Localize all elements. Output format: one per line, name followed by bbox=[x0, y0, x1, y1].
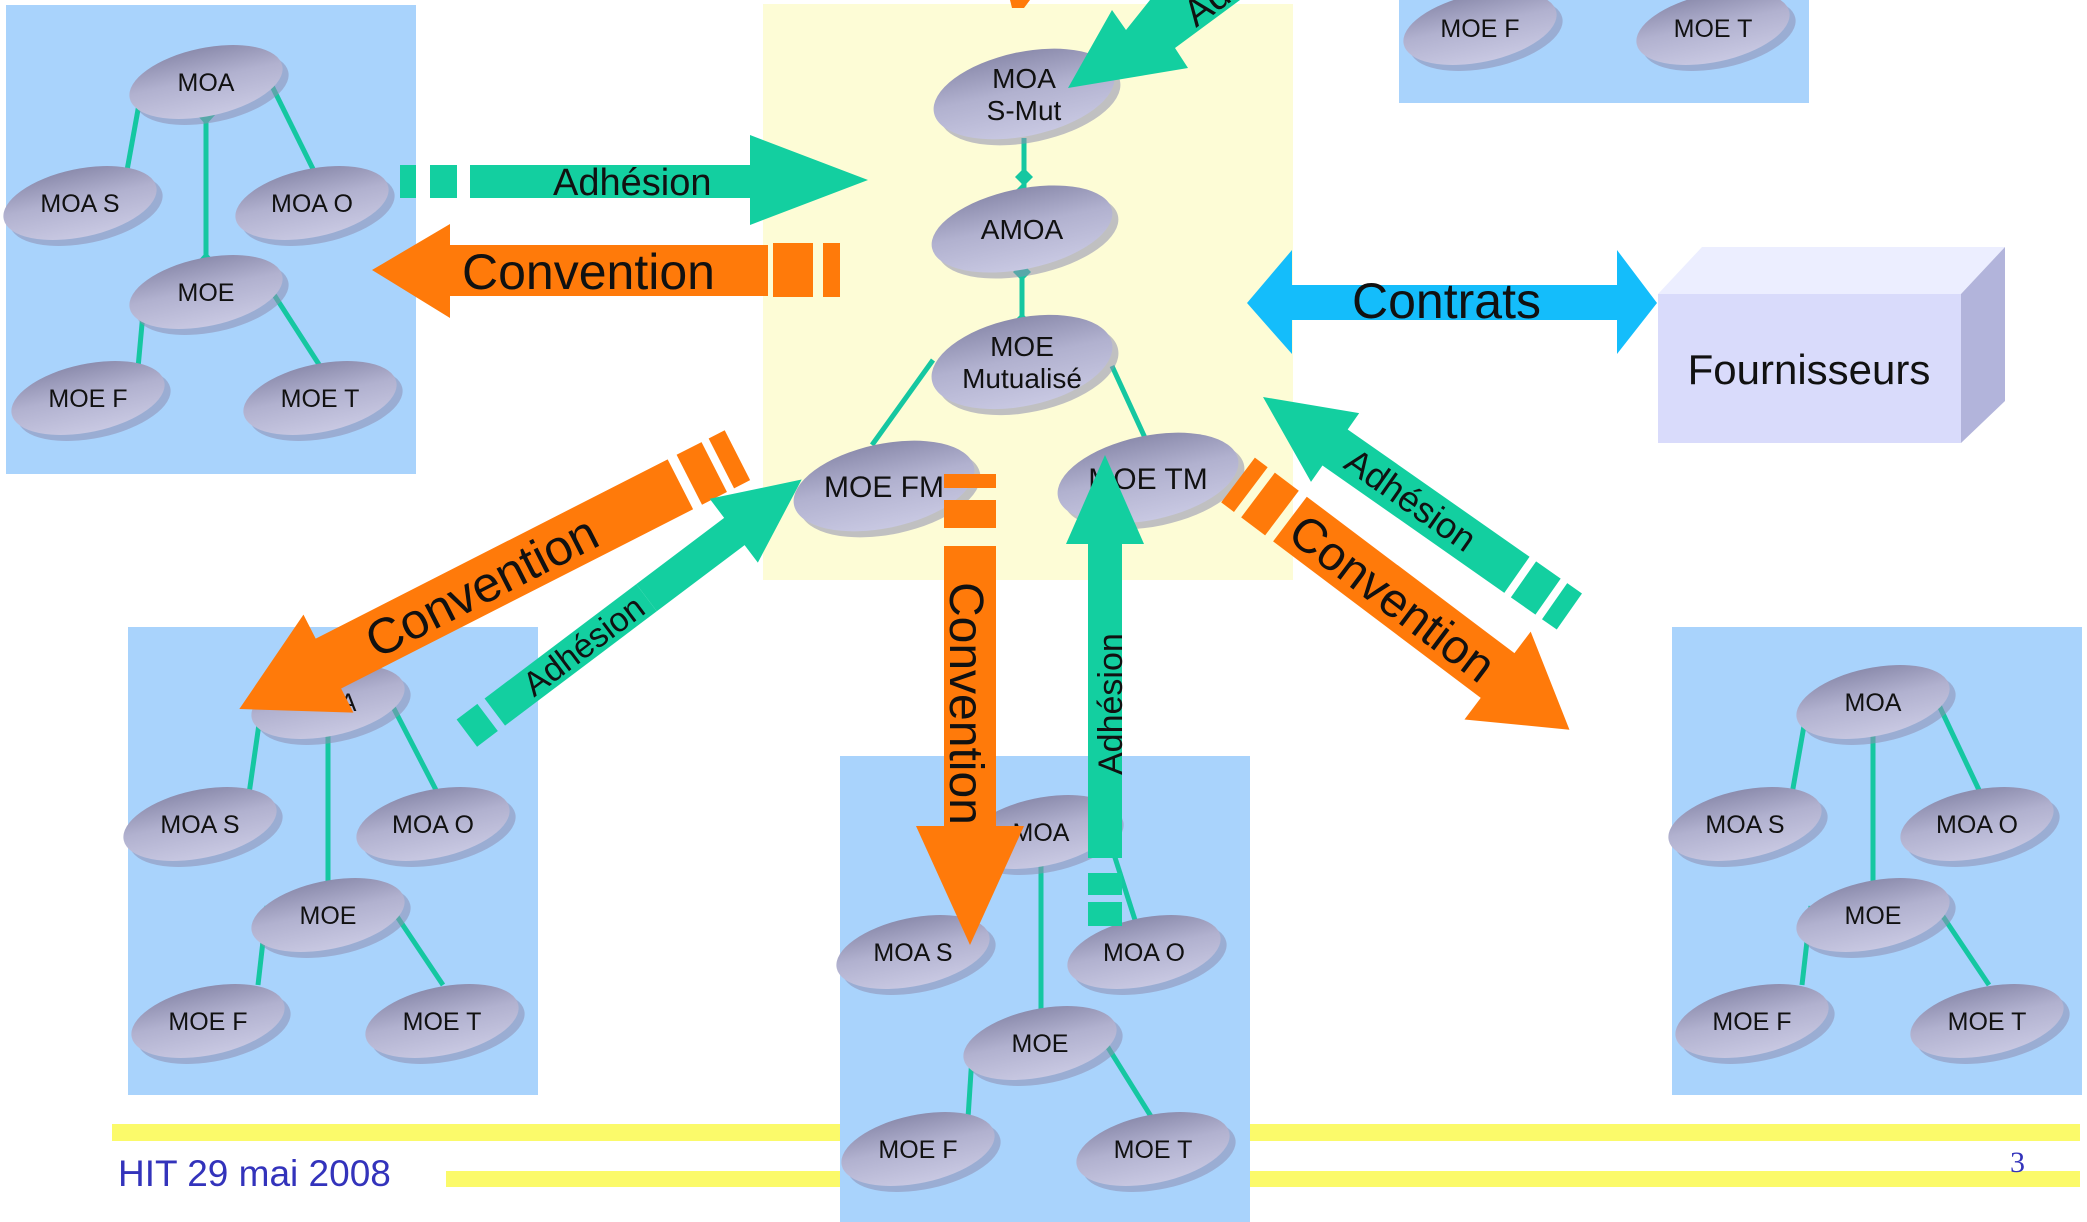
node-bottom-center-moa-o-label: MOA O bbox=[1103, 939, 1185, 967]
node-center-moe-mutualise-label-2: Mutualisé bbox=[962, 363, 1082, 394]
node-bottom-right-moe-label: MOE bbox=[1845, 902, 1902, 930]
node-top-right-moe-f-label: MOE F bbox=[1440, 15, 1519, 43]
contrats-arrow: Contrats bbox=[1247, 250, 1657, 354]
node-bottom-left-moe-t: MOE T bbox=[365, 983, 525, 1065]
node-top-left-moe: MOE bbox=[129, 254, 289, 336]
node-bottom-center-moe: MOE bbox=[963, 1005, 1123, 1087]
footer-date: HIT 29 mai 2008 bbox=[118, 1153, 391, 1194]
node-top-right-moe-t: MOE T bbox=[1636, 0, 1796, 72]
node-center-moa-smut-label-2: S-Mut bbox=[987, 95, 1062, 126]
node-bottom-left-moa-o-label: MOA O bbox=[392, 811, 474, 839]
node-bottom-right-moa-o: MOA O bbox=[1900, 786, 2060, 868]
node-center-moe-mutualise-label-1: MOE bbox=[990, 331, 1054, 362]
adhesion-label-left: Adhésion bbox=[553, 162, 711, 204]
node-bottom-right-moe-t: MOE T bbox=[1910, 983, 2070, 1065]
convention-arrow-left: Convention bbox=[372, 224, 840, 318]
node-bottom-right-moe-f: MOE F bbox=[1675, 983, 1835, 1065]
node-top-right-moe-f: MOE F bbox=[1403, 0, 1563, 72]
node-top-left-moa-o: MOA O bbox=[235, 165, 395, 247]
node-top-left-moa-s-label: MOA S bbox=[40, 190, 119, 218]
node-bottom-left-moe-label: MOE bbox=[300, 902, 357, 930]
node-bottom-right-moa-s-label: MOA S bbox=[1705, 811, 1784, 839]
node-bottom-center-moa-label: MOA bbox=[1013, 819, 1070, 847]
node-bottom-right-moa-label: MOA bbox=[1845, 689, 1902, 717]
node-bottom-center-moa-s-label: MOA S bbox=[873, 939, 952, 967]
adhesion-arrow-left: Adhésion bbox=[400, 135, 868, 225]
convention-label-left: Convention bbox=[462, 244, 715, 300]
supplier-box: Fournisseurs bbox=[1658, 247, 2005, 443]
node-bottom-center-moa-s: MOA S bbox=[836, 914, 996, 996]
node-center-moe-fm-label: MOE FM bbox=[824, 471, 944, 504]
node-bottom-left-moe-t-label: MOE T bbox=[403, 1008, 482, 1036]
adhesion-arrow-bottom-center: Adhésion bbox=[1066, 455, 1144, 926]
node-bottom-center-moe-f: MOE F bbox=[841, 1111, 1001, 1193]
node-top-left-moa-o-label: MOA O bbox=[271, 190, 353, 218]
node-bottom-left-moa-o: MOA O bbox=[356, 786, 516, 868]
node-top-left-moa: MOA bbox=[129, 44, 289, 126]
node-bottom-center-moe-label: MOE bbox=[1012, 1030, 1069, 1058]
node-center-moe-fm: MOE FM bbox=[793, 440, 981, 538]
convention-label-bottom-center: Convention bbox=[939, 582, 992, 825]
node-top-left-moe-f: MOE F bbox=[11, 360, 171, 442]
node-bottom-right-moe-f-label: MOE F bbox=[1712, 1008, 1791, 1036]
node-bottom-left-moa-s-label: MOA S bbox=[160, 811, 239, 839]
node-top-left-moe-t-label: MOE T bbox=[281, 385, 360, 413]
node-bottom-left-moe-f-label: MOE F bbox=[168, 1008, 247, 1036]
node-top-left-moe-label: MOE bbox=[178, 279, 235, 307]
adhesion-label-bottom-center: Adhésion bbox=[1092, 633, 1130, 775]
node-bottom-left-moe: MOE bbox=[251, 877, 411, 959]
node-bottom-right-moe-t-label: MOE T bbox=[1948, 1008, 2027, 1036]
node-bottom-right-moa: MOA bbox=[1796, 664, 1956, 746]
node-bottom-right-moe: MOE bbox=[1796, 877, 1956, 959]
node-top-left-moe-t: MOE T bbox=[243, 360, 403, 442]
node-center-amoa-label: AMOA bbox=[981, 214, 1064, 245]
node-bottom-center-moa-o: MOA O bbox=[1067, 914, 1227, 996]
convention-arrow-bottom-center: Convention bbox=[916, 474, 1024, 945]
node-bottom-right-moa-s: MOA S bbox=[1668, 786, 1828, 868]
node-bottom-center-moe-f-label: MOE F bbox=[878, 1136, 957, 1164]
node-top-right-moe-t-label: MOE T bbox=[1674, 15, 1753, 43]
node-bottom-left-moe-f: MOE F bbox=[131, 983, 291, 1065]
node-bottom-center-moe-t-label: MOE T bbox=[1114, 1136, 1193, 1164]
node-top-left-moa-label: MOA bbox=[178, 69, 235, 97]
node-bottom-center-moe-t: MOE T bbox=[1076, 1111, 1236, 1193]
supplier-label: Fournisseurs bbox=[1688, 346, 1931, 393]
node-top-left-moe-f-label: MOE F bbox=[48, 385, 127, 413]
node-top-left-moa-s: MOA S bbox=[3, 165, 163, 247]
contrats-label: Contrats bbox=[1352, 273, 1541, 329]
node-center-amoa: AMOA bbox=[931, 185, 1119, 279]
node-center-moa-smut-label-1: MOA bbox=[992, 63, 1056, 94]
page-number: 3 bbox=[2010, 1146, 2025, 1179]
node-bottom-right-moa-o-label: MOA O bbox=[1936, 811, 2018, 839]
node-bottom-left-moa-s: MOA S bbox=[123, 786, 283, 868]
